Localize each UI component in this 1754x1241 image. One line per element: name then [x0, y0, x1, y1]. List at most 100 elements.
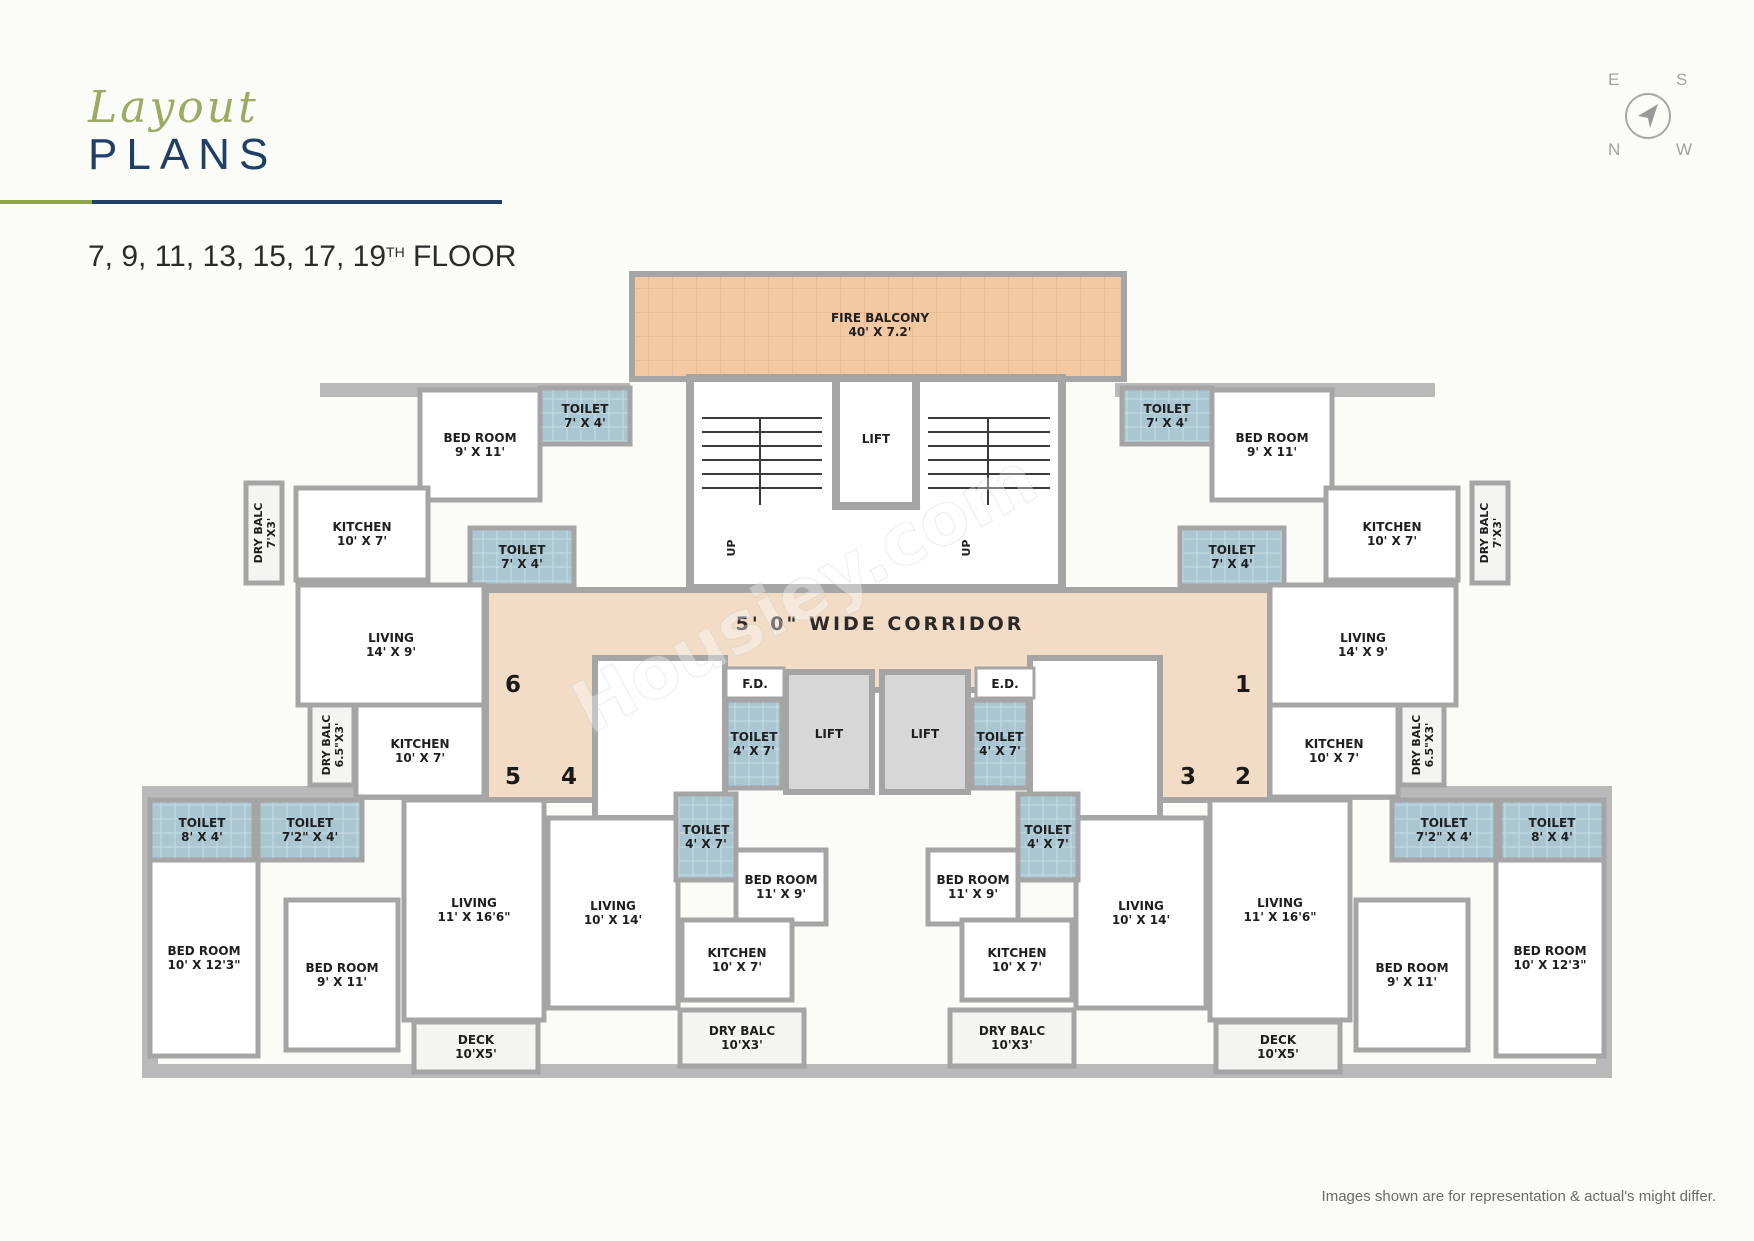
room-9-area — [255, 797, 365, 863]
flat-number-1: 1 — [1235, 672, 1251, 698]
room-18-area — [679, 917, 795, 1003]
room-35-size: 4' X 7' — [979, 744, 1021, 758]
room-13-size: 10'X5' — [455, 1047, 497, 1061]
corridor-label: 5' 0" WIDE CORRIDOR — [736, 613, 1025, 635]
room-13-area — [411, 1019, 541, 1075]
room-24-name: DRY BALC — [1478, 503, 1491, 564]
room-36-size: 4' X 7' — [1027, 837, 1069, 851]
page-title: PLANS — [88, 130, 278, 179]
room-21-area — [1209, 387, 1335, 503]
stair-up-right: UP — [960, 540, 973, 557]
room-29-size: 8' X 4' — [1531, 830, 1573, 844]
room-33-area — [1213, 1019, 1343, 1075]
room-21-name: BED ROOM — [1235, 431, 1308, 445]
room-26-area — [1267, 702, 1401, 800]
room-35-name: TOILET — [977, 730, 1025, 744]
page-title-script: Layout — [88, 82, 259, 133]
room-30-size: 9' X 11' — [1387, 975, 1437, 989]
room-5-area — [295, 582, 487, 708]
room-22-area — [1323, 485, 1461, 583]
room-16-name: TOILET — [683, 823, 731, 837]
room-39-size: 10'X3' — [991, 1038, 1033, 1052]
room-14-size: 10' X 14' — [584, 913, 642, 927]
room-2-size: 10' X 7' — [337, 534, 387, 548]
room-23-size: 7' X 4' — [1211, 557, 1253, 571]
floor-suffix-sup: TH — [386, 244, 405, 260]
room-27-size: 6.5"X3' — [1423, 723, 1436, 768]
room-16-area — [673, 791, 739, 883]
room-2-name: KITCHEN — [332, 520, 391, 534]
fire-balcony-size: 40' X 7.2' — [849, 325, 912, 339]
room-3-name: TOILET — [499, 543, 547, 557]
room-15-area — [723, 697, 785, 791]
room-32-size: 11' X 16'6" — [1244, 910, 1317, 924]
room-34-area — [1073, 815, 1209, 1011]
room-4-size: 7'X3' — [265, 518, 278, 549]
room-29-name: TOILET — [1529, 816, 1577, 830]
lift-right — [879, 669, 971, 795]
room-28-name: TOILET — [1421, 816, 1469, 830]
room-6-size: 10' X 7' — [395, 751, 445, 765]
lift-left — [783, 669, 875, 795]
room-16-size: 4' X 7' — [685, 837, 727, 851]
room-27-name: DRY BALC — [1410, 715, 1423, 776]
room-32-area — [1207, 797, 1353, 1023]
room-18-name: KITCHEN — [707, 946, 766, 960]
room-1-area — [537, 385, 633, 447]
stair-up-left: UP — [725, 540, 738, 557]
compass-icon: E S N W — [1600, 68, 1700, 168]
room-15-name: TOILET — [731, 730, 779, 744]
room-9-name: TOILET — [287, 816, 335, 830]
room-14-area — [545, 815, 681, 1011]
room-31-size: 10' X 12'3" — [1514, 958, 1587, 972]
room-4-area — [243, 480, 285, 586]
room-15-size: 4' X 7' — [733, 744, 775, 758]
room-38-area — [959, 917, 1075, 1003]
room-37-size: 11' X 9' — [948, 887, 998, 901]
lift-left-label: LIFT — [815, 727, 844, 741]
room-34-size: 10' X 14' — [1112, 913, 1170, 927]
room-7-size: 6.5"X3' — [333, 723, 346, 768]
room-3-area — [467, 525, 577, 589]
top-lift-label: LIFT — [862, 432, 891, 446]
room-19-name: DRY BALC — [709, 1024, 775, 1038]
room-24-size: 7'X3' — [1491, 518, 1504, 549]
room-27-area — [1397, 702, 1447, 788]
room-6-name: KITCHEN — [390, 737, 449, 751]
room-1-name: TOILET — [562, 402, 610, 416]
room-10-area — [147, 857, 261, 1059]
room-5-size: 14' X 9' — [366, 645, 416, 659]
room-32-name: LIVING — [1257, 896, 1303, 910]
flat-number-6: 6 — [505, 672, 521, 698]
compass-east: E — [1608, 70, 1620, 89]
compass-west: W — [1676, 140, 1693, 159]
room-23-name: TOILET — [1209, 543, 1257, 557]
room-10-name: BED ROOM — [167, 944, 240, 958]
title-underline-accent — [0, 200, 92, 204]
light-well-left — [592, 655, 728, 821]
top-lift — [832, 374, 920, 510]
room-36-area — [1015, 791, 1081, 883]
room-31-area — [1493, 857, 1607, 1059]
room-13-name: DECK — [458, 1033, 495, 1047]
room-20-size: 7' X 4' — [1146, 416, 1188, 430]
flat-number-3: 3 — [1180, 764, 1196, 790]
floor-word: FLOOR — [413, 240, 517, 273]
room-12-name: LIVING — [451, 896, 497, 910]
room-28-area — [1389, 797, 1499, 863]
room-7-name: DRY BALC — [320, 715, 333, 776]
room-19-area — [677, 1007, 807, 1069]
room-5-name: LIVING — [368, 631, 414, 645]
room-21-size: 9' X 11' — [1247, 445, 1297, 459]
room-3-size: 7' X 4' — [501, 557, 543, 571]
room-38-size: 10' X 7' — [992, 960, 1042, 974]
room-22-name: KITCHEN — [1362, 520, 1421, 534]
room-8-size: 8' X 4' — [181, 830, 223, 844]
room-11-name: BED ROOM — [305, 961, 378, 975]
fd-right-label: E.D. — [991, 677, 1018, 691]
fire-balcony-label: FIRE BALCONY — [831, 311, 929, 325]
room-31-name: BED ROOM — [1513, 944, 1586, 958]
room-9-size: 7'2" X 4' — [282, 830, 338, 844]
room-1-size: 7' X 4' — [564, 416, 606, 430]
